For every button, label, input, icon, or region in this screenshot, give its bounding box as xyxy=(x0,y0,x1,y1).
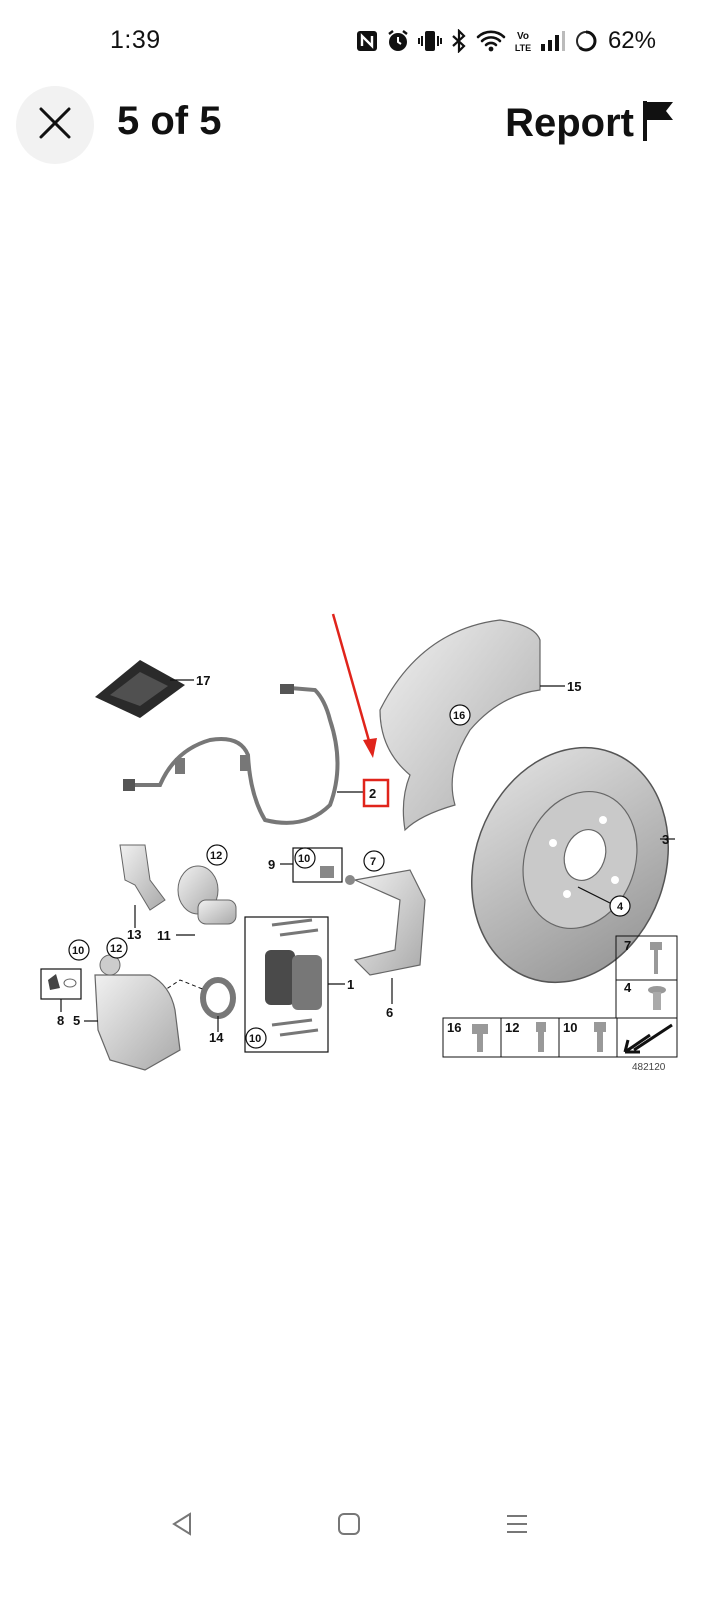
callout-7: 7 xyxy=(370,856,376,868)
bolt-table xyxy=(442,935,678,1058)
part-3-brake-disc xyxy=(470,746,675,984)
diagram-part-number: 482120 xyxy=(632,1062,666,1073)
report-button[interactable]: Report xyxy=(505,99,676,148)
svg-text:Vo: Vo xyxy=(517,31,529,42)
part-6-carrier xyxy=(345,850,426,1004)
part-13-holder xyxy=(119,844,166,928)
table-callout-12: 12 xyxy=(505,1020,519,1035)
flag-icon xyxy=(642,99,676,148)
back-icon xyxy=(170,1511,194,1542)
back-button[interactable] xyxy=(162,1506,202,1546)
status-icons: Vo LTE 62% xyxy=(356,24,656,58)
callout-10-pads: 10 xyxy=(249,1033,261,1045)
callout-5: 5 xyxy=(73,1013,80,1028)
callout-12-actuator: 12 xyxy=(210,850,222,862)
part-8-kit xyxy=(40,968,82,1012)
status-bar: 1:39 Vo LTE 62% xyxy=(0,0,716,80)
highlight-arrow xyxy=(331,613,377,758)
part-11-actuator xyxy=(176,844,237,936)
home-button[interactable] xyxy=(329,1506,369,1546)
status-time: 1:39 xyxy=(110,26,161,54)
svg-text:LTE: LTE xyxy=(515,43,531,53)
signal-icon xyxy=(540,30,566,52)
close-icon xyxy=(38,106,72,145)
callout-9: 9 xyxy=(268,857,275,872)
callout-4: 4 xyxy=(617,901,624,913)
close-button[interactable] xyxy=(16,86,94,164)
vibrate-icon xyxy=(417,29,442,53)
callout-2: 2 xyxy=(369,786,376,801)
battery-icon xyxy=(574,29,598,53)
system-nav-bar xyxy=(0,1490,716,1560)
part-15-dust-shield xyxy=(379,619,565,832)
wifi-icon xyxy=(476,29,506,53)
alarm-icon xyxy=(386,29,410,53)
menu-icon xyxy=(505,1512,529,1541)
callout-11: 11 xyxy=(157,928,171,943)
callout-3: 3 xyxy=(662,832,669,847)
home-icon xyxy=(337,1512,361,1541)
callout-1: 1 xyxy=(347,977,354,992)
callout-10-caliper: 10 xyxy=(72,945,84,957)
callout-15: 15 xyxy=(567,679,581,694)
table-callout-16: 16 xyxy=(447,1020,461,1035)
part-14-seal-ring xyxy=(149,977,236,1032)
callout-6: 6 xyxy=(386,1005,393,1020)
callout-14: 14 xyxy=(209,1030,224,1045)
callout-17: 17 xyxy=(196,673,210,688)
callout-10-bolt: 10 xyxy=(298,853,310,865)
highlight-box xyxy=(362,778,390,808)
volte-icon: Vo LTE xyxy=(514,28,532,54)
part-9-bolt-set xyxy=(280,847,343,883)
callout-8: 8 xyxy=(57,1013,64,1028)
part-1-brake-pads xyxy=(244,916,345,1053)
part-17-packet xyxy=(95,660,194,718)
callout-16-disc: 16 xyxy=(453,710,465,722)
battery-percent: 62% xyxy=(607,27,656,54)
part-5-caliper xyxy=(68,937,181,1071)
callout-13: 13 xyxy=(127,927,141,942)
callout-12-caliper: 12 xyxy=(110,943,122,955)
table-callout-4: 4 xyxy=(624,980,632,995)
table-callout-10: 10 xyxy=(563,1020,577,1035)
report-label: Report xyxy=(505,101,634,145)
image-counter: 5 of 5 xyxy=(117,99,222,143)
recents-button[interactable] xyxy=(497,1506,537,1546)
nfc-icon xyxy=(356,30,378,52)
table-callout-7: 7 xyxy=(624,938,631,953)
parts-diagram-image: 17 2 15 16 3 4 12 11 13 9 10 7 1 6 10 14… xyxy=(0,580,716,1100)
part-2-wear-sensor xyxy=(123,684,364,825)
bluetooth-icon xyxy=(450,29,468,53)
